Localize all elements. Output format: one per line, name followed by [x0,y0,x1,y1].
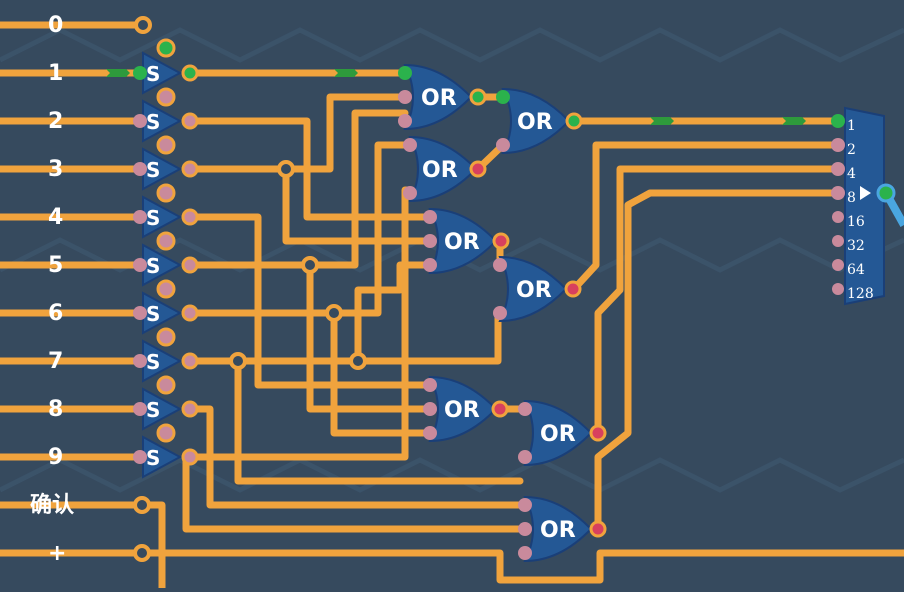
or-gate-6[interactable]: OR [423,375,509,443]
wire-s5-out [186,109,409,269]
bus-bit-2: 2 [847,142,856,158]
switch-2[interactable]: S [133,99,199,155]
input-confirm-terminal[interactable] [133,496,151,514]
svg-text:S: S [146,254,160,278]
signal-arrows [106,69,806,125]
bus-bit-32: 32 [847,238,865,254]
wire-s9-branch [182,453,526,533]
or-gate-3[interactable]: OR [403,135,487,203]
svg-text:OR: OR [516,278,552,303]
switch-9[interactable]: S [133,435,199,479]
svg-text:OR: OR [540,422,576,447]
input-plus-terminal[interactable] [133,544,151,562]
input-label-5: 5 [48,253,63,278]
svg-text:S: S [146,158,160,182]
svg-text:S: S [146,206,160,230]
svg-text:S: S [146,350,160,374]
switch-4[interactable]: S [133,195,199,251]
or-gate-5[interactable]: OR [493,255,582,323]
switch-1[interactable]: S [133,51,199,107]
input-label-1: 1 [48,61,63,86]
svg-text:OR: OR [421,86,457,111]
wire-s4-out [186,213,434,389]
or-gate-2[interactable]: OR [496,87,583,155]
wire-s6-out [186,141,414,317]
or-gate-7[interactable]: OR [518,399,607,467]
svg-text:OR: OR [422,158,458,183]
svg-text:OR: OR [444,398,480,423]
wire-s3-out [186,93,409,173]
input-labels: 0 1 2 3 4 5 6 7 8 9 确认 + [30,13,74,566]
bus-clock-arrow-icon [860,186,871,200]
input-label-plus: + [48,541,66,566]
wire-bit2 [570,141,842,293]
bus-bit-1: 1 [847,118,856,134]
wire-in-confirm [0,501,166,592]
bus-bit-128: 128 [847,286,874,302]
input-label-4: 4 [48,205,63,230]
svg-text:S: S [146,446,160,470]
switch-6[interactable]: S [133,291,199,347]
or-gate-1[interactable]: OR [398,63,487,131]
input-label-3: 3 [48,157,63,182]
wire-s3-branch [282,165,434,245]
switch-column: S S S S S [133,38,199,479]
wire-s7-out [186,309,502,365]
switch-8[interactable]: S [133,387,199,443]
svg-text:S: S [146,302,160,326]
svg-text:S: S [146,398,160,422]
wire-s7-branch2 [354,261,434,365]
input-0-terminal[interactable] [134,16,152,34]
bus-bit-16: 16 [847,214,865,230]
wire-s7-branch1 [234,357,524,485]
switch-3[interactable]: S [133,147,199,203]
input-label-6: 6 [48,301,63,326]
svg-text:S: S [146,110,160,134]
wire-bit4 [594,165,842,437]
wire-plus-out [138,549,904,584]
junctions [229,160,367,370]
bus-bit-4: 4 [847,166,856,182]
input-label-8: 8 [48,397,63,422]
bit-bus-component[interactable]: 1 2 4 8 16 32 64 128 [831,106,896,306]
input-label-7: 7 [48,349,63,374]
bus-bit-64: 64 [847,262,865,278]
svg-text:S: S [146,62,160,86]
wire-bit8 [594,189,842,533]
or-gate-4[interactable]: OR [423,207,510,275]
svg-text:OR: OR [444,230,480,255]
input-label-0: 0 [48,13,63,38]
switch-5[interactable]: S [133,243,199,299]
svg-text:OR: OR [540,518,576,543]
input-label-2: 2 [48,109,63,134]
input-label-9: 9 [48,445,63,470]
svg-text:OR: OR [517,110,553,135]
bus-output-pin [876,183,896,203]
switch-7[interactable]: S [133,339,199,395]
wire-s6-branch [330,309,434,437]
input-label-confirm: 确认 [30,492,74,518]
or-gate-8[interactable]: OR [518,495,607,563]
bus-bit-8: 8 [847,190,856,206]
